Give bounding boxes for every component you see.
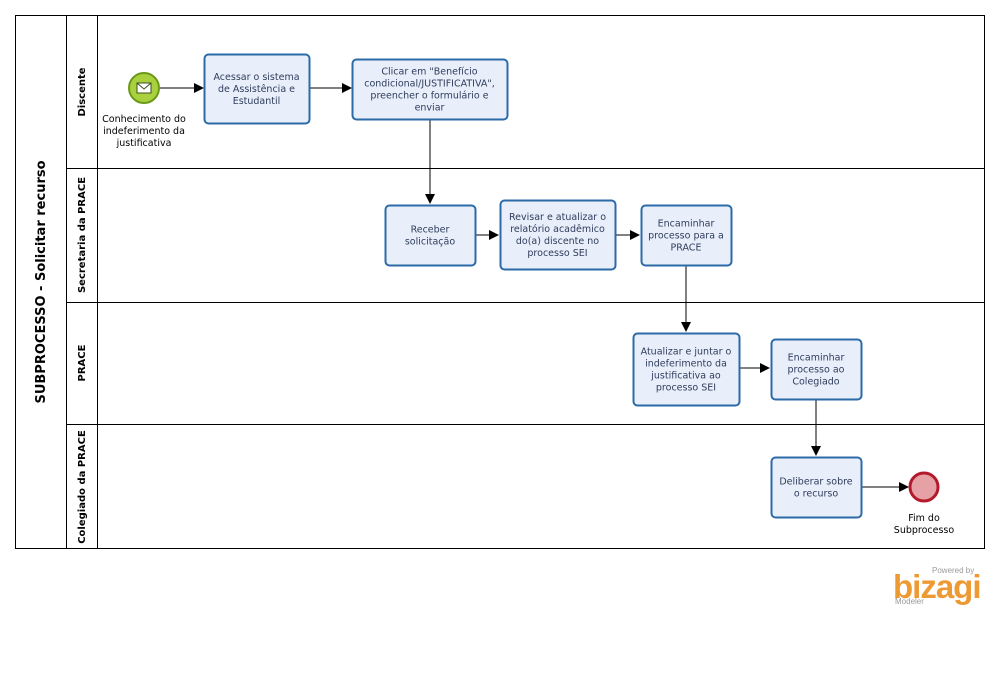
lane-label-prace: PRACE [77, 344, 88, 381]
event-label-line: Conhecimento do [102, 114, 186, 125]
task-label-line: do(a) discente no [516, 236, 599, 247]
task-label-line: Colegiado [792, 377, 839, 388]
task-label-line: Estudantil [233, 96, 281, 107]
bizagi-logo: bizagi [893, 568, 982, 605]
task-label-line: Atualizar e juntar o [641, 347, 732, 358]
lane-secretaria: Secretaria da PRACE [66, 168, 985, 303]
task-box[interactable] [499, 199, 617, 271]
task-label-line: Revisar e atualizar o [509, 212, 606, 223]
task-label-line: justificativa ao [650, 371, 721, 382]
task-label-line: Acessar o sistema [213, 72, 299, 83]
envelope-icon [136, 82, 152, 94]
sequence-flows [160, 83, 909, 492]
task-label-line: de Assistência e [218, 84, 295, 95]
task-label-line: indeferimento da [645, 359, 727, 370]
task-label-line: Clicar em "Benefício [381, 67, 477, 78]
end-event[interactable] [908, 471, 940, 503]
event-label-line: justificativa [116, 138, 172, 149]
task-label-line: processo ao [788, 365, 845, 376]
task-box[interactable] [640, 204, 733, 267]
event-label-line: Fim do [908, 513, 940, 524]
task-label-line: Encaminhar [658, 219, 715, 230]
task-box[interactable] [351, 58, 509, 121]
pool-frame [15, 15, 985, 549]
lane-label-discente: Discente [77, 67, 88, 116]
task-label-line: processo SEI [527, 248, 587, 259]
task-label-line: preencher o formulário e [370, 91, 488, 102]
task-label-line: enviar [415, 103, 445, 114]
lane-label-secretaria: Secretaria da PRACE [77, 177, 88, 293]
task-label-line: processo SEI [656, 383, 716, 394]
task-label-line: Encaminhar [788, 353, 845, 364]
task-label-line: o recurso [794, 489, 838, 500]
modeler-text: Modeler [895, 597, 924, 606]
task-box[interactable] [770, 456, 863, 519]
start-event[interactable] [128, 72, 160, 104]
task-box[interactable] [384, 204, 477, 267]
lane-prace: PRACE [66, 302, 985, 425]
lane-discente: Discente [66, 15, 985, 169]
task-label-line: PRACE [671, 243, 702, 254]
task-label-line: Deliberar sobre [779, 477, 852, 488]
task-box[interactable] [632, 332, 741, 407]
event-label-line: indeferimento da [103, 126, 185, 137]
task-box[interactable] [770, 338, 863, 401]
task-label-line: processo para a [648, 231, 724, 242]
task-label-line: solicitação [405, 237, 455, 248]
lane-label-colegiado: Colegiado da PRACE [77, 430, 88, 544]
task-label-line: Receber [411, 225, 450, 236]
pool-title: SUBPROCESSO - Solicitar recurso [34, 160, 49, 403]
event-label-line: Subprocesso [894, 525, 955, 536]
task-t2[interactable]: Clicar em "Benefíciocondicional/JUSTIFIC… [351, 58, 509, 121]
task-label-line: condicional/JUSTIFICATIVA", [364, 79, 495, 90]
lane-colegiado: Colegiado da PRACE [77, 424, 98, 549]
task-label-line: relatório acadêmico [510, 224, 605, 235]
powered-by-text: Powered by [932, 566, 975, 575]
task-box[interactable] [203, 53, 311, 125]
